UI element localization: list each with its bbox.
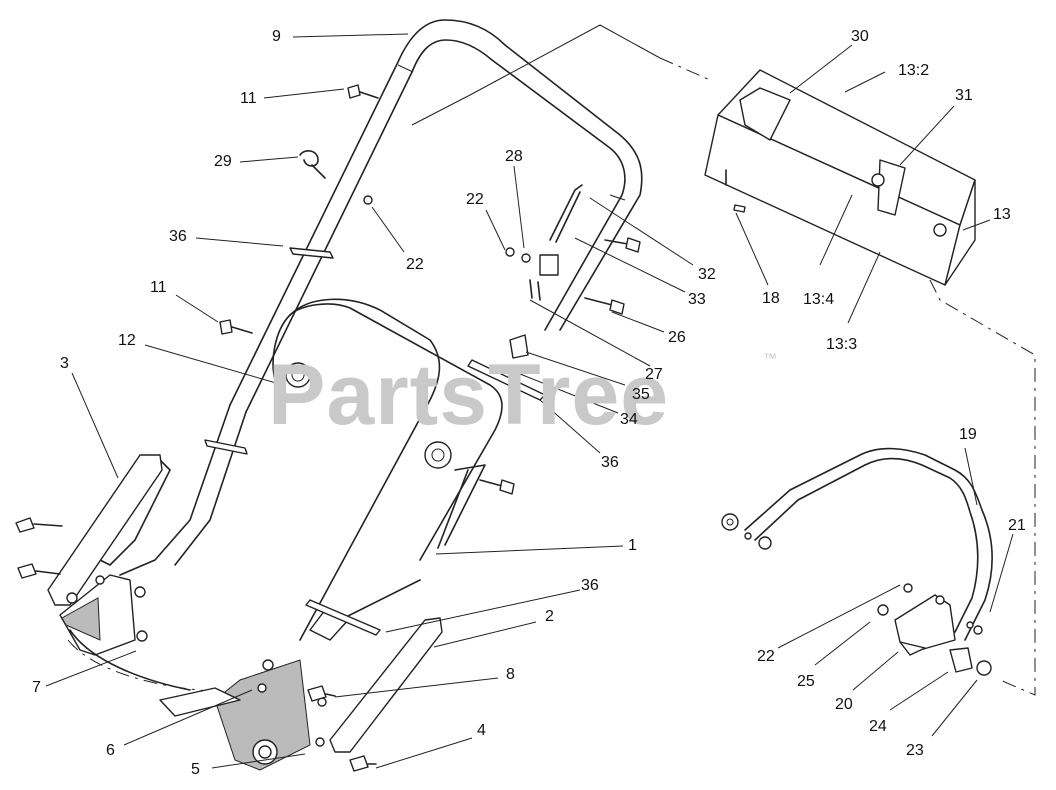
callout-22: 22: [466, 191, 484, 208]
callout-30: 30: [851, 28, 869, 45]
callout-21: 21: [1008, 517, 1026, 534]
callout-20: 20: [835, 696, 853, 713]
callout-26: 26: [668, 329, 686, 346]
callout-11: 11: [150, 279, 167, 296]
control-cable-drawing: [505, 184, 583, 301]
callout-29: 29: [214, 153, 232, 170]
callout-22: 22: [406, 256, 424, 273]
handle-fasteners-drawing: [204, 84, 641, 636]
callout-3: 3: [60, 355, 69, 372]
callout-13-3: 13:3: [826, 336, 858, 353]
callout-11: 11: [240, 90, 257, 107]
callout-13: 13: [993, 206, 1011, 223]
callout-1: 1: [628, 537, 637, 554]
callout-23: 23: [906, 742, 924, 759]
callout-33: 33: [688, 291, 706, 308]
bottom-bracket-drawing: [159, 609, 443, 772]
bail-assembly-drawing: [721, 447, 993, 676]
callout-2: 2: [545, 608, 554, 625]
callout-32: 32: [698, 266, 716, 283]
callout-25: 25: [797, 673, 815, 690]
callout-13-2: 13:2: [898, 62, 930, 79]
callout-22: 22: [757, 648, 775, 665]
leader-lines: [45, 33, 1014, 769]
lower-handle-drawing: [272, 298, 503, 641]
control-box-drawing: [704, 69, 976, 286]
callout-19: 19: [959, 426, 977, 443]
callout-27: 27: [645, 366, 663, 383]
callout-28: 28: [505, 148, 523, 165]
callout-31: 31: [955, 87, 973, 104]
callout-36: 36: [169, 228, 187, 245]
callout-12: 12: [118, 332, 136, 349]
callout-36: 36: [601, 454, 619, 471]
trademark-symbol: ™: [763, 350, 777, 366]
callout-5: 5: [191, 761, 200, 778]
callout-13-4: 13:4: [803, 291, 835, 308]
callout-36: 36: [581, 577, 599, 594]
callout-34: 34: [620, 411, 638, 428]
upper-handle-drawing: [229, 19, 661, 413]
partstree-watermark: PartsTree: [268, 347, 670, 443]
left-bracket-drawing: [15, 454, 301, 694]
callout-4: 4: [477, 722, 486, 739]
callout-24: 24: [869, 718, 887, 735]
callout-35: 35: [632, 386, 650, 403]
callout-7: 7: [32, 679, 41, 696]
callout-6: 6: [106, 742, 115, 759]
callout-9: 9: [272, 28, 281, 45]
callout-8: 8: [506, 666, 515, 683]
callout-18: 18: [762, 290, 780, 307]
